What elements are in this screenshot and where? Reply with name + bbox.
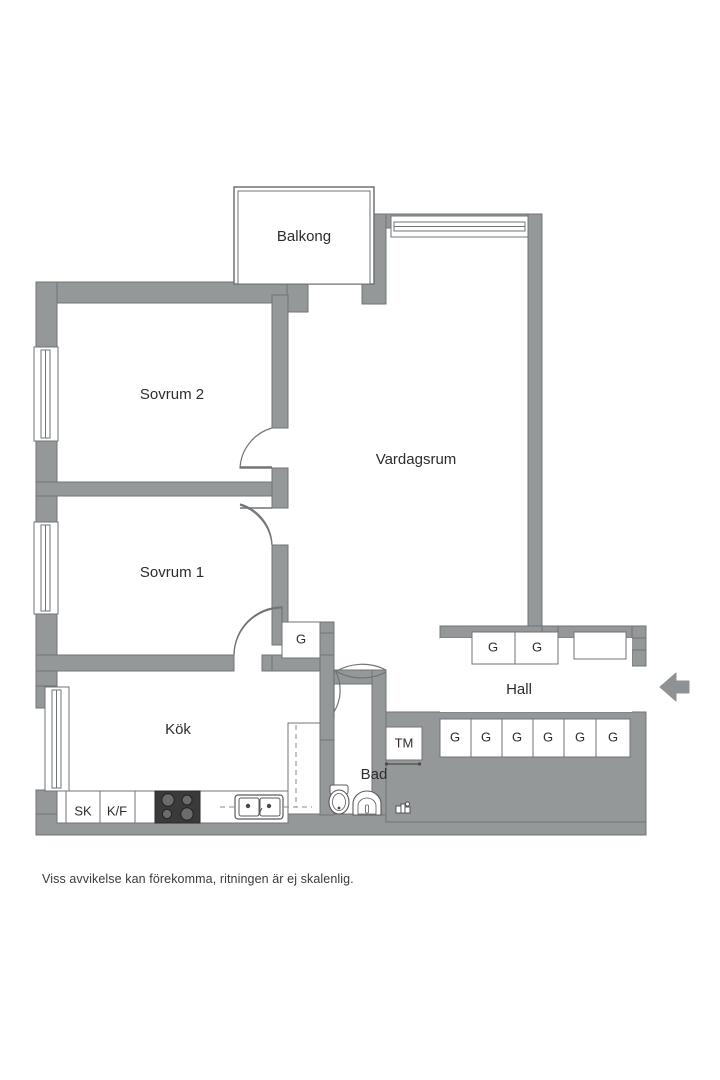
closet-label-hall-bot-0: G bbox=[450, 729, 460, 744]
wall-bedroom-living-mid bbox=[271, 467, 289, 509]
wall-left-c bbox=[35, 611, 58, 687]
wall-bedroom-living-lower bbox=[271, 544, 289, 646]
closet-box-hall-bot-5 bbox=[595, 718, 631, 758]
room-label-bad: Bad bbox=[361, 766, 388, 783]
room-label-vardagsrum: Vardagsrum bbox=[376, 451, 457, 468]
kitchen-sink-icon bbox=[234, 794, 284, 820]
door-sovrum1-arc bbox=[239, 503, 273, 546]
closet-box-hall-bot-2 bbox=[501, 718, 534, 758]
room-label-sovrum1: Sovrum 1 bbox=[140, 564, 204, 581]
window-group bbox=[33, 215, 529, 792]
room-label-sovrum2: Sovrum 2 bbox=[140, 386, 204, 403]
interior-hall-right bbox=[558, 650, 632, 712]
washbasin-icon bbox=[352, 790, 382, 816]
balcony-inner bbox=[237, 190, 371, 285]
door-hall-kitchen-arc bbox=[334, 663, 387, 673]
window-kok bbox=[44, 686, 70, 792]
plumbing-dashes bbox=[220, 725, 312, 808]
closet-label-hall-bot-4: G bbox=[575, 729, 585, 744]
door-sovrum2 bbox=[239, 427, 273, 469]
room-label-hall: Hall bbox=[506, 681, 532, 698]
closet-label-hall-top-0: G bbox=[488, 639, 498, 654]
closet-label-bedroom: G bbox=[296, 631, 306, 646]
closet-label-hall-bot-3: G bbox=[543, 729, 553, 744]
wall-living-right bbox=[527, 213, 543, 627]
wall-between-bedrooms bbox=[35, 481, 287, 497]
stove-icon bbox=[154, 790, 201, 824]
door-group bbox=[233, 427, 387, 718]
room-labels: Balkong Sovrum 2 Sovrum 1 Vardagsrum Kök… bbox=[140, 228, 532, 783]
kitchen-unit-label-sk: SK bbox=[74, 803, 92, 818]
closet-label-hall-top-1: G bbox=[532, 639, 542, 654]
window-sovrum2 bbox=[33, 346, 59, 442]
door-hall-kitchen bbox=[333, 669, 387, 679]
closet-box-hall-top-empty bbox=[573, 631, 627, 660]
plan-caption: Viss avvikelse kan förekomma, ritningen … bbox=[42, 872, 354, 886]
counter-return bbox=[287, 722, 320, 791]
kitchen-unit-label-kf: K/F bbox=[107, 803, 127, 818]
closet-box-bedroom bbox=[281, 621, 321, 659]
closet-box-hall-top-0 bbox=[471, 631, 516, 665]
door-kok-leaf bbox=[233, 607, 282, 656]
wall-top-bedrooms bbox=[35, 281, 309, 304]
unit-tm bbox=[385, 726, 423, 761]
toilet-icon bbox=[328, 784, 350, 815]
closet-box-hall-top-1 bbox=[514, 631, 559, 665]
unit-kf bbox=[99, 790, 136, 824]
arrow-left-icon bbox=[659, 672, 690, 702]
door-bad bbox=[333, 671, 341, 713]
room-label-kok: Kök bbox=[165, 721, 191, 738]
wall-bedroom1-kitchen bbox=[35, 654, 235, 672]
closet-boxes bbox=[281, 621, 631, 758]
wall-bedroom-living-upper bbox=[271, 294, 289, 429]
window-vardagsrum-top bbox=[390, 215, 529, 238]
room-label-balkong: Balkong bbox=[277, 228, 331, 245]
window-sovrum1 bbox=[33, 521, 59, 615]
closet-box-hall-bot-3 bbox=[532, 718, 565, 758]
bathroom-fixtures bbox=[328, 726, 423, 816]
wall-left-a bbox=[35, 281, 58, 349]
door-leaves bbox=[240, 466, 272, 509]
unit-sk bbox=[65, 790, 101, 824]
kitchen-counter bbox=[56, 722, 320, 824]
bathroom-unit-label-tm: TM bbox=[395, 735, 414, 750]
floor-drain-icon bbox=[395, 801, 411, 814]
closet-label-hall-bot-5: G bbox=[608, 729, 618, 744]
closet-label-hall-bot-1: G bbox=[481, 729, 491, 744]
unit-blank bbox=[134, 790, 156, 824]
closet-labels: G G G G G G G G G SK K/F TM bbox=[74, 631, 618, 818]
closet-label-hall-bot-2: G bbox=[512, 729, 522, 744]
balcony-group bbox=[233, 186, 375, 285]
wall-top-bedrooms-nib bbox=[286, 281, 309, 313]
